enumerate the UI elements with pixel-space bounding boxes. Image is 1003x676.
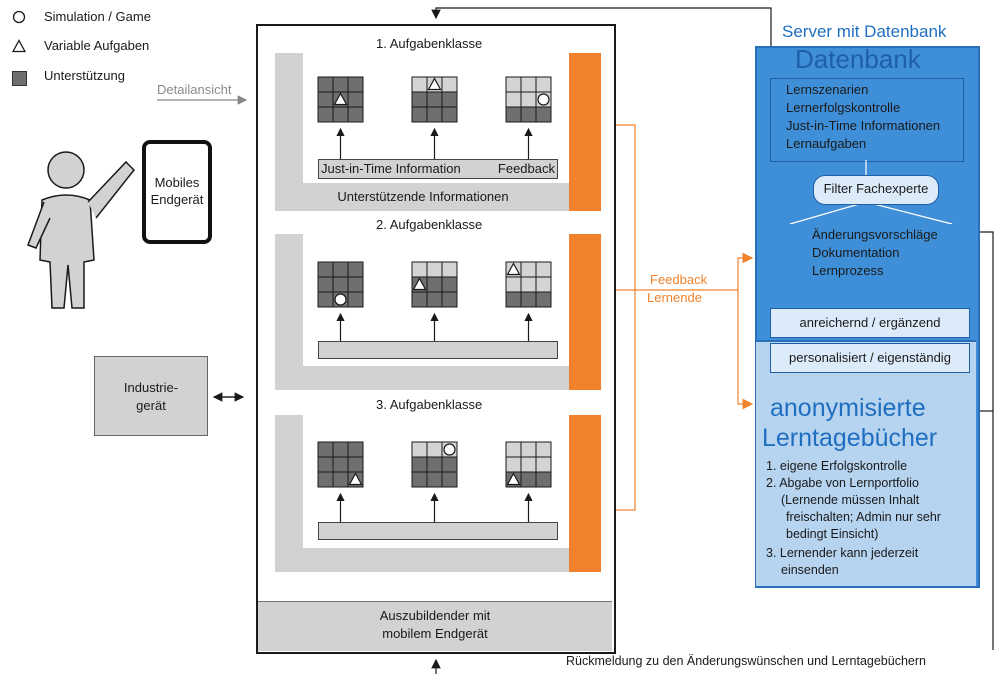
diary-title-2: Lerntagebücher	[762, 424, 938, 452]
db-item: Lernszenarien	[786, 82, 869, 97]
diary-item: 2. Abgabe von Lernportfolio	[766, 476, 919, 490]
personal-label: personalisiert / eigenständig	[789, 350, 951, 365]
grid-cell	[441, 471, 458, 488]
class3-title: 3. Aufgabenklasse	[376, 397, 483, 412]
legend-support: Unterstützung	[44, 68, 125, 83]
changes-box: Änderungsvorschläge Dokumentation Lernpr…	[788, 224, 962, 288]
filter-box: Filter Fachexperte	[813, 175, 939, 205]
support-info-label: Unterstützende Informationen	[337, 189, 509, 204]
legend: Simulation / Game Variable Aufgaben Unte…	[8, 6, 208, 96]
filter-label: Filter Fachexperte	[823, 181, 929, 196]
diary-item: 3. Lernender kann jederzeit	[766, 546, 919, 560]
server-title: Server mit Datenbank	[782, 22, 947, 41]
device-label-2: Endgerät	[150, 192, 204, 207]
device-label-1: Mobiles	[154, 175, 200, 190]
simulation-circle-icon	[12, 10, 26, 24]
variable-triangle-icon	[12, 39, 26, 53]
variable-triangle-icon	[427, 77, 442, 91]
grid-cell	[441, 291, 458, 308]
diary-item: 1. eigene Erfolgskontrolle	[766, 459, 908, 473]
bottom-label-2: mobilem Endgerät	[382, 626, 488, 641]
class1-info-bar: Just-in-Time Information Feedback	[318, 159, 558, 179]
change-item: Änderungsvorschläge	[812, 227, 938, 242]
class3-orange-bar	[569, 415, 601, 572]
enriching-box: anreichernd / ergänzend	[770, 308, 970, 338]
simulation-circle-icon	[537, 93, 550, 106]
feedback-label: Feedback	[497, 161, 555, 176]
industrial-device-box: Industrie- gerät	[94, 356, 208, 436]
industrie-label-1: Industrie-	[123, 380, 179, 395]
class2-support-vertical	[275, 234, 303, 390]
class3-info-bar	[318, 522, 558, 540]
grid-cell	[535, 471, 552, 488]
class2-title: 2. Aufgabenklasse	[376, 217, 483, 232]
support-square-icon	[12, 71, 27, 86]
class2-info-bar	[318, 341, 558, 359]
change-item: Lernprozess	[812, 263, 884, 278]
legend-variable: Variable Aufgaben	[44, 38, 150, 53]
class3-support-horizontal	[275, 548, 571, 572]
diary-title-1: anonymisierte	[770, 394, 926, 422]
class2-orange-bar	[569, 234, 601, 390]
jit-label: Just-in-Time Information	[321, 161, 461, 176]
variable-triangle-icon	[333, 92, 348, 106]
grid-cell	[347, 106, 364, 123]
variable-triangle-icon	[348, 472, 363, 486]
grid-cell	[535, 291, 552, 308]
person-figure	[27, 151, 136, 309]
personal-box: personalisiert / eigenständig	[770, 343, 970, 373]
grid-cell	[347, 291, 364, 308]
detail-label: Detailansicht	[157, 82, 232, 97]
bottom-label-1: Auszubildender mit	[379, 608, 491, 623]
grid-arrows	[336, 127, 533, 522]
class3-support-vertical	[275, 415, 303, 572]
class1-title: 1. Aufgabenklasse	[376, 36, 483, 51]
simulation-circle-icon	[443, 443, 456, 456]
db-item: Lernaufgaben	[786, 136, 867, 151]
grid-cell	[535, 106, 552, 123]
learner-footer: Auszubildender mit mobilem Endgerät	[258, 601, 612, 651]
feedback-line-2: Lernende	[647, 290, 702, 305]
db-items-box: Lernszenarien Lernerfolgskontrolle Just-…	[770, 78, 964, 162]
legend-simulation: Simulation / Game	[44, 9, 151, 24]
bottom-note: Rückmeldung zu den Änderungswünschen und…	[566, 654, 926, 668]
simulation-circle-icon	[334, 293, 347, 306]
variable-triangle-icon	[506, 472, 521, 486]
variable-triangle-icon	[506, 262, 521, 276]
enriching-label: anreichernd / ergänzend	[799, 315, 941, 330]
diary-item: (Lernende müssen Inhalt	[781, 493, 920, 507]
variable-triangle-icon	[412, 277, 427, 291]
mobile-device: Mobiles Endgerät	[142, 140, 212, 244]
class2-support-horizontal	[275, 366, 571, 390]
diary-item: freischalten; Admin nur sehr	[786, 510, 941, 524]
class1-support-horizontal: Unterstützende Informationen	[275, 183, 571, 211]
grid-cell	[441, 106, 458, 123]
db-item: Just-in-Time Informationen	[786, 118, 941, 133]
db-item: Lernerfolgskontrolle	[786, 100, 901, 115]
grid-group	[317, 76, 552, 488]
db-title: Datenbank	[795, 44, 921, 74]
diary-item: bedingt Einsicht)	[786, 527, 879, 541]
diary-panel	[756, 340, 976, 586]
class1-orange-bar	[569, 53, 601, 211]
diary-item: einsenden	[781, 563, 839, 577]
industrie-label-2: gerät	[136, 398, 166, 413]
change-item: Dokumentation	[812, 245, 900, 260]
feedback-line-1: Feedback	[650, 272, 708, 287]
